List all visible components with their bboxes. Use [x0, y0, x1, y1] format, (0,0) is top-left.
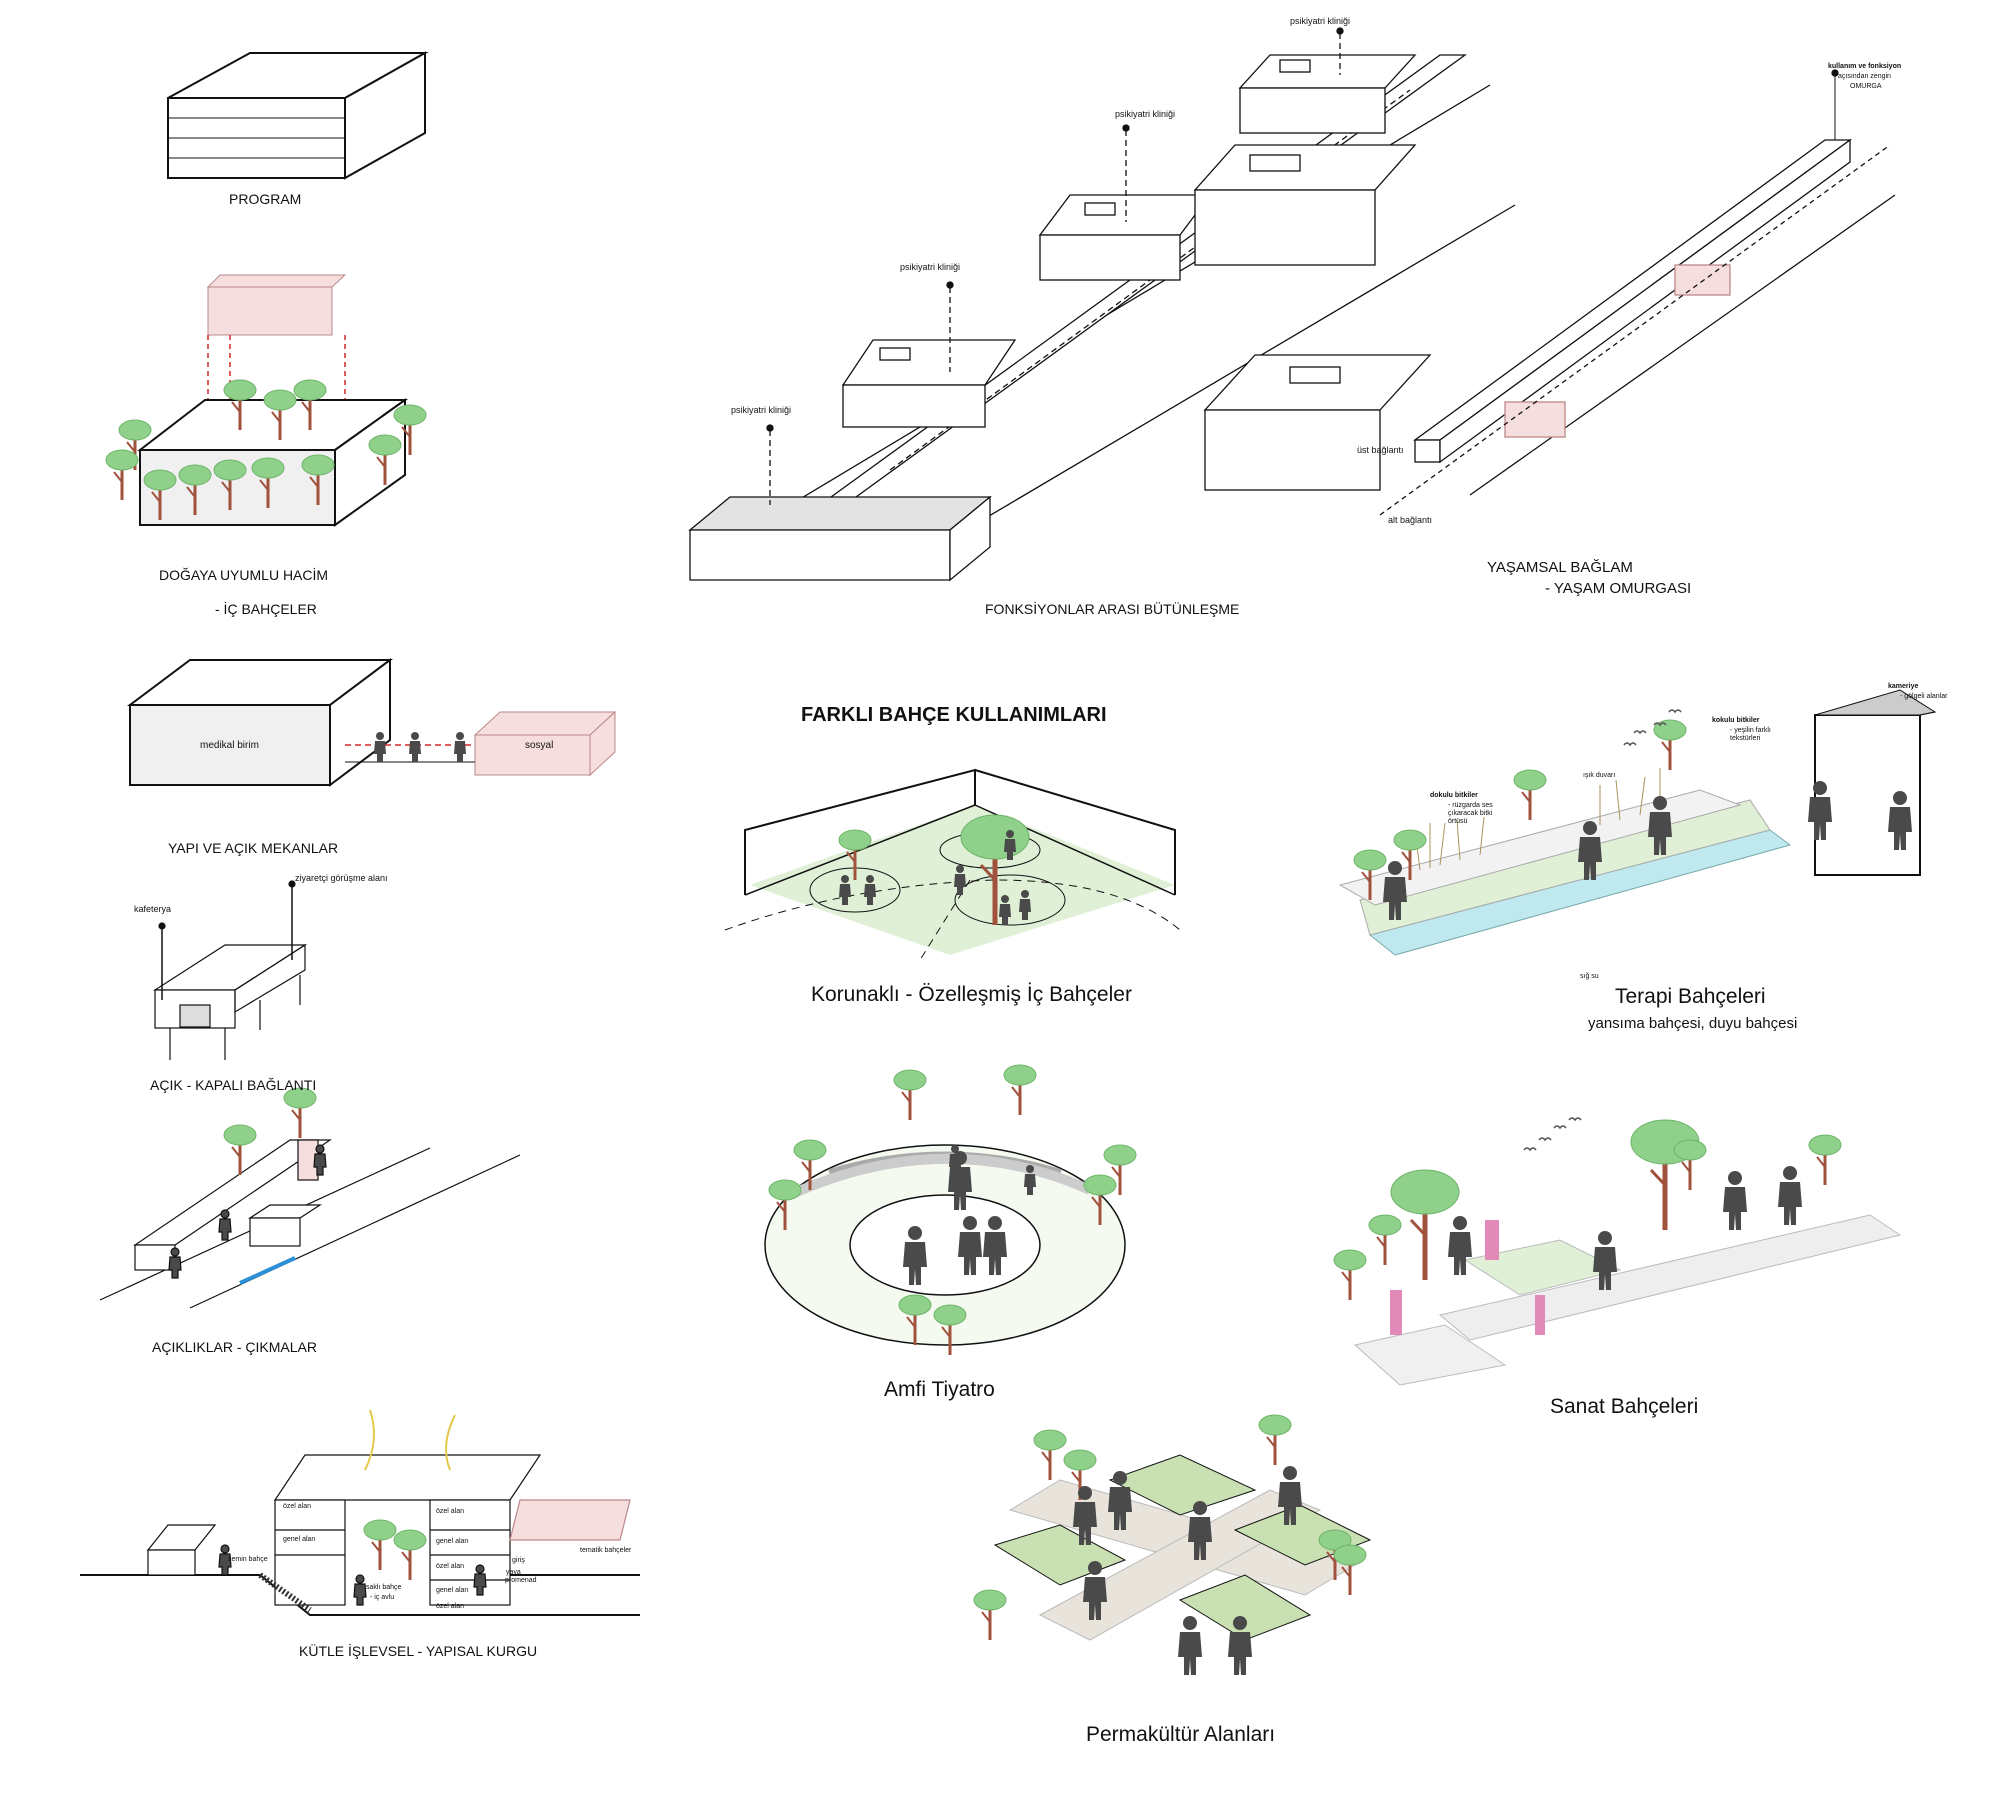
clinic-label-2: psikiyatri kliniği [900, 262, 961, 272]
social-label: sosyal [525, 740, 554, 751]
light-wall-label: ışık duvarı [1583, 772, 1616, 779]
upper-link-label: üst bağlantı [1357, 445, 1404, 455]
pergola-label: kameriye [1888, 683, 1919, 690]
pergola-note: - gölgeli alanlar [1900, 693, 1948, 700]
promenade-label-1: yaya [506, 1569, 521, 1576]
openings-caption: AÇIKLIKLAR - ÇIKMALAR [152, 1339, 317, 1355]
life-spine-diagram [1193, 69, 1896, 516]
fragrant-plants-label: kokulu bitkiler [1712, 717, 1760, 724]
spine-note-1: kullanım ve fonksiyon [1828, 63, 1902, 70]
textured-plants-label: dokulu bitkiler [1430, 792, 1478, 799]
permaculture-caption: Permakültür Alanları [1086, 1723, 1276, 1746]
entrance-label: giriş [512, 1557, 525, 1564]
lower-link-label: alt bağlantı [1388, 515, 1433, 525]
life-context-line2: - YAŞAM OMURGASI [1545, 580, 1692, 597]
integration-caption: FONKSİYONLAR ARASI BÜTÜNLEŞME [985, 601, 1240, 617]
general-area-3: genel alan [436, 1587, 469, 1594]
protected-garden [724, 768, 1181, 961]
integration-diagram [688, 27, 1516, 582]
amphitheatre [764, 1063, 1138, 1357]
nature-caption-line2: - İÇ BAHÇELER [215, 601, 317, 617]
textured-plants-note: - rüzgarda ses çıkaracak bitki örtüsü [1448, 802, 1493, 825]
general-area-2: genel alan [436, 1538, 469, 1545]
amphitheatre-caption: Amfi Tiyatro [884, 1378, 995, 1401]
private-area-4: özel alan [436, 1603, 465, 1610]
clinic-label-4: psikiyatri kliniği [1290, 16, 1351, 26]
clinic-label-1: psikiyatri kliniği [731, 405, 792, 415]
buildings-open-caption: YAPI VE AÇIK MEKANLAR [168, 840, 339, 856]
nature-caption-line1: DOĞAYA UYUMLU HACİM [159, 567, 329, 583]
mass-caption: KÜTLE İŞLEVSEL - YAPISAL KURGU [299, 1643, 538, 1659]
permaculture [972, 1413, 1372, 1675]
courtyard-label: - iç avlu [370, 1594, 395, 1601]
medical-unit-label: medikal birim [200, 740, 259, 751]
protected-garden-caption: Korunaklı - Özelleşmiş İç Bahçeler [811, 983, 1132, 1006]
mass-section [80, 1409, 640, 1616]
openings-projections [99, 1086, 521, 1309]
fragrant-plants-note: - yeşilin farklı tekstürleri [1730, 727, 1771, 742]
spine-note-3: OMURGA [1850, 83, 1882, 90]
nature-volume [104, 274, 428, 527]
program-caption: PROGRAM [229, 191, 302, 207]
open-closed-connection [152, 880, 308, 1060]
shallow-water-label: sığ su [1580, 973, 1599, 980]
private-area-2: özel alan [436, 1508, 465, 1515]
clinic-label-3: psikiyatri kliniği [1115, 109, 1176, 119]
life-context-line1: YAŞAMSAL BAĞLAM [1487, 559, 1633, 576]
visitor-area-label: ziyaretçi görüşme alanı [295, 873, 388, 883]
hidden-garden-label: saklı bahçe [366, 1584, 402, 1591]
art-garden-caption: Sanat Bahçeleri [1550, 1395, 1699, 1418]
promenade-label-2: promenad [505, 1577, 537, 1584]
art-garden [1332, 1117, 1902, 1386]
private-area-1: özel alan [283, 1503, 312, 1510]
spine-note-2: açısından zengin [1838, 73, 1891, 80]
open-closed-caption: AÇIK - KAPALI BAĞLANTI [150, 1077, 317, 1093]
program-stack [167, 51, 429, 180]
buildings-open-spaces [127, 658, 617, 787]
cafeteria-label: kafeterya [134, 904, 172, 914]
thematic-gardens-label: tematik bahçeler [580, 1547, 632, 1554]
garden-heading: FARKLI BAHÇE KULLANIMLARI [801, 704, 1107, 726]
therapy-garden-subcaption: yansıma bahçesi, duyu bahçesi [1588, 1015, 1798, 1032]
ground-garden-label: zemin bahçe [228, 1556, 268, 1563]
private-area-3: özel alan [436, 1563, 465, 1570]
general-area-1: genel alan [283, 1536, 316, 1543]
therapy-garden-caption: Terapi Bahçeleri [1615, 985, 1766, 1008]
therapy-garden [1338, 689, 1937, 956]
